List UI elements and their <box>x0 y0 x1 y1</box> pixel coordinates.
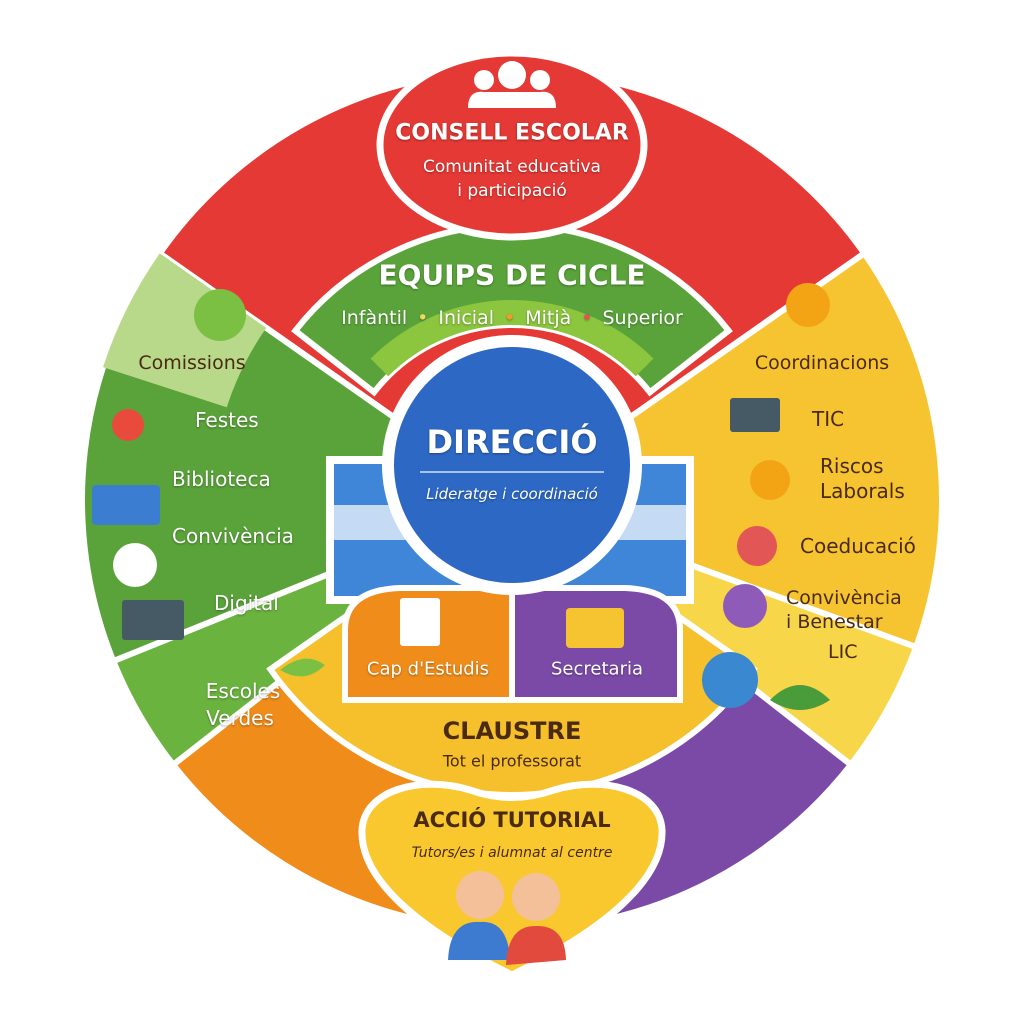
helmet-icon-risks <box>750 460 790 500</box>
child-icon-left <box>456 871 504 919</box>
coordinacions-sector <box>505 249 945 651</box>
recycle-icon <box>194 289 246 341</box>
people-icon-right <box>530 70 550 90</box>
coord-tic: TIC <box>812 407 845 431</box>
coord-coeducacio: Coeducació <box>800 534 916 558</box>
people-icon <box>498 61 526 89</box>
comissio-digital: Digital <box>214 591 279 615</box>
laptop-icon <box>122 600 184 640</box>
gender-icon <box>737 526 777 566</box>
cycle-mitja: Mitjà <box>525 307 572 329</box>
globe-icon <box>702 652 758 708</box>
coord-benestar: i Benestar <box>786 611 883 633</box>
cycle-inicial: Inicial <box>438 307 494 329</box>
books-icon <box>92 485 160 525</box>
comissio-festes: Festes <box>195 408 259 432</box>
child-body-right <box>506 925 566 965</box>
consell-line2: i participació <box>457 181 567 201</box>
equips-cycles: Infàntil• Inicial• Mitjà• Superior <box>341 307 683 329</box>
escoles-verdes-line1: Escoles <box>205 679 281 703</box>
consell-title: CONSELL ESCOLAR <box>395 120 629 146</box>
people-icon-left <box>474 70 494 90</box>
helmet-icon <box>786 283 830 327</box>
direccio-circle <box>394 347 630 583</box>
secretaria-label: Secretaria <box>551 658 643 680</box>
child-body-left <box>448 921 510 960</box>
comissions-header-band <box>103 253 267 408</box>
devices-icon <box>730 398 780 432</box>
coord-laborals: Laborals <box>820 479 905 503</box>
escoles-verdes-line2: Verdes <box>206 706 274 730</box>
leaf-icon <box>280 658 325 677</box>
coord-convivencia: Convivència <box>786 587 902 609</box>
consell-circle <box>376 49 648 241</box>
claustre-subtitle: Tot el professorat <box>442 751 582 771</box>
comissio-convivencia: Convivència <box>172 524 294 548</box>
coord-lic: LIC <box>828 641 858 663</box>
direccio-title: DIRECCIÓ <box>426 423 598 461</box>
cycle-infantil: Infàntil <box>341 307 408 329</box>
people-icon-body <box>468 91 556 108</box>
consell-line1: Comunitat educativa <box>423 157 601 177</box>
chat-heart-icon <box>113 543 157 587</box>
wellbeing-icon <box>723 584 767 628</box>
comissions-title: Comissions <box>138 352 246 374</box>
tutorial-title: ACCIÓ TUTORIAL <box>413 808 611 832</box>
comissio-biblioteca: Biblioteca <box>172 467 271 491</box>
cap-estudis-label: Cap d'Estudis <box>366 658 490 680</box>
tutorial-subtitle: Tutors/es i alumnat al centre <box>411 845 613 861</box>
equips-inner-stripe <box>370 300 654 377</box>
claustre-title: CLAUSTRE <box>442 717 582 745</box>
folder-icon <box>566 608 624 648</box>
tutorial-heart <box>358 780 666 979</box>
balloons-icon <box>112 409 144 441</box>
clipboard-icon <box>400 598 440 646</box>
coord-riscos: Riscos <box>820 454 884 478</box>
child-icon-right <box>512 873 560 921</box>
equips-title: EQUIPS DE CICLE <box>378 258 646 292</box>
cycle-superior: Superior <box>602 307 683 329</box>
coordinacions-title: Coordinacions <box>754 352 890 374</box>
plant-icon <box>770 685 830 710</box>
direccio-subtitle: Lideratge i coordinació <box>426 485 598 503</box>
